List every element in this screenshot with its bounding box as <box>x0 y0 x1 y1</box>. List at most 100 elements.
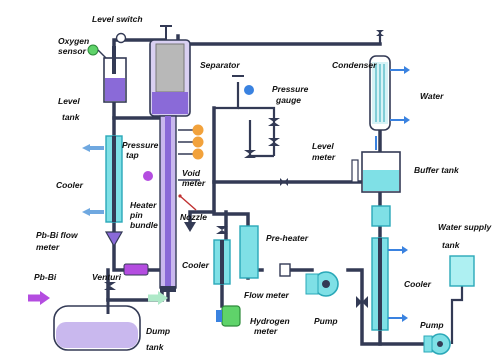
valve-bypass-icon <box>244 150 256 158</box>
condenser-tubes <box>375 64 385 122</box>
pipe-preheater-top <box>212 212 250 228</box>
right-cooler-core <box>378 238 382 330</box>
left-cooler-core <box>112 136 116 222</box>
label-hydrogen-meter-1: Hydrogen <box>250 316 290 326</box>
mid-pump-hub <box>322 280 330 288</box>
flow-meter-icon <box>104 231 124 248</box>
oxygen-sensor <box>87 44 107 59</box>
heater-pin-dot <box>178 194 182 198</box>
label-pbbi-flow-2: meter <box>36 242 60 252</box>
label-pbbi: Pb-Bi <box>34 272 57 282</box>
condenser <box>369 55 410 150</box>
nozzle <box>184 222 196 232</box>
label-separator: Separator <box>200 60 240 70</box>
right-cooler-out-icon <box>402 314 408 322</box>
label-hydrogen-meter-2: meter <box>254 326 278 336</box>
valves <box>104 30 384 308</box>
oxygen-sensor-lead <box>97 49 107 59</box>
label-pre-heater: Pre-heater <box>266 233 309 243</box>
test-section-base <box>160 286 176 292</box>
right-cooler-in-icon <box>402 246 408 254</box>
valve-gauge-top-icon <box>268 118 280 126</box>
label-level-meter-1: Level <box>312 141 334 151</box>
mid-cooler-core <box>220 240 224 284</box>
label-oxygen-1: Oxygen <box>58 36 89 46</box>
dump-tank <box>53 300 141 351</box>
valve-nozzle-icon <box>216 226 228 234</box>
mid-cooler <box>213 239 231 285</box>
dump-arrow <box>148 291 168 305</box>
labels: Level switch Oxygen sensor Level tank Se… <box>34 14 492 352</box>
level-tank <box>103 46 127 103</box>
condenser-water-lines <box>390 69 404 121</box>
pipe-pump-return <box>346 268 382 346</box>
separator-internal <box>155 43 185 93</box>
label-level-tank-1: Level <box>58 96 80 106</box>
condenser-water-in-icon <box>404 66 410 74</box>
pre-heater <box>239 225 259 279</box>
pressure-tap-3-icon <box>192 148 204 160</box>
void-meter-icon <box>143 171 153 181</box>
pipe-separator-top <box>214 82 240 110</box>
valve-return-icon <box>356 296 368 308</box>
heater-pin-pointer <box>179 195 197 211</box>
oxygen-sensor-icon <box>87 44 99 56</box>
label-cooler-right: Cooler <box>404 279 432 289</box>
label-water: Water <box>420 91 444 101</box>
label-void-meter-1: Void <box>182 168 201 178</box>
level-meter-gauge <box>351 159 359 183</box>
water-supply-tank <box>449 255 475 287</box>
pressure-tap-leads <box>178 129 194 155</box>
mid-pump <box>305 271 339 297</box>
label-pressure-gauge-1: Pressure <box>272 84 309 94</box>
condenser-water-out-icon <box>404 116 410 124</box>
void-meter <box>143 171 200 211</box>
label-level-meter-2: meter <box>312 152 336 162</box>
level-switch-icon <box>115 32 127 44</box>
label-level-tank-2: tank <box>62 112 81 122</box>
buffer-filter-body <box>371 205 391 227</box>
level-switch <box>115 32 127 44</box>
right-pump-hub <box>437 341 443 347</box>
label-condenser: Condenser <box>332 60 377 70</box>
heater-pin-bundle <box>165 116 171 288</box>
cooler-inlet-head-icon <box>82 144 90 152</box>
hydrogen-meter-port <box>216 310 222 322</box>
buffer-filter <box>371 205 391 227</box>
label-heater-pin-1: Heater <box>130 200 157 210</box>
nozzle-icon <box>184 222 196 232</box>
label-flow-meter: Flow meter <box>244 290 290 300</box>
pressure-tap-1-icon <box>192 124 204 136</box>
right-cooler-water-lines <box>388 249 402 319</box>
level-tank-probe <box>112 46 116 74</box>
valve-condenser-vent-icon <box>376 30 384 36</box>
label-nozzle: Nozzle <box>180 212 207 222</box>
label-level-switch: Level switch <box>92 14 143 24</box>
label-pump-right: Pump <box>420 320 444 330</box>
pressure-gauge-icon <box>244 85 254 95</box>
label-void-meter-2: meter <box>182 178 206 188</box>
label-dump-tank-1: Dump <box>146 326 170 336</box>
label-pbbi-flow-1: Pb-Bi flow <box>36 230 79 240</box>
dump-arrow-head-icon <box>158 291 168 305</box>
label-water-supply-2: tank <box>442 240 461 250</box>
separator-valve <box>232 75 254 95</box>
water-supply-tank-body <box>449 255 475 287</box>
venturi-icon <box>123 263 149 276</box>
label-oxygen-2: sensor <box>58 46 87 56</box>
left-cooler <box>82 135 123 223</box>
dump-tank-fill <box>56 322 138 348</box>
right-pump-motor <box>423 335 433 353</box>
label-venturi: Venturi <box>92 272 122 282</box>
label-pump-mid: Pump <box>314 316 338 326</box>
hydrogen-meter <box>216 305 241 327</box>
valve-gauge-mid-icon <box>268 138 280 146</box>
pipe-nozzle <box>188 210 216 224</box>
hydrogen-meter-icon <box>221 305 241 327</box>
pbbi-flow-meter <box>104 231 124 248</box>
right-pump <box>423 333 451 355</box>
label-cooler-mid: Cooler <box>182 260 210 270</box>
label-pressure-tap-1: Pressure <box>122 140 159 150</box>
